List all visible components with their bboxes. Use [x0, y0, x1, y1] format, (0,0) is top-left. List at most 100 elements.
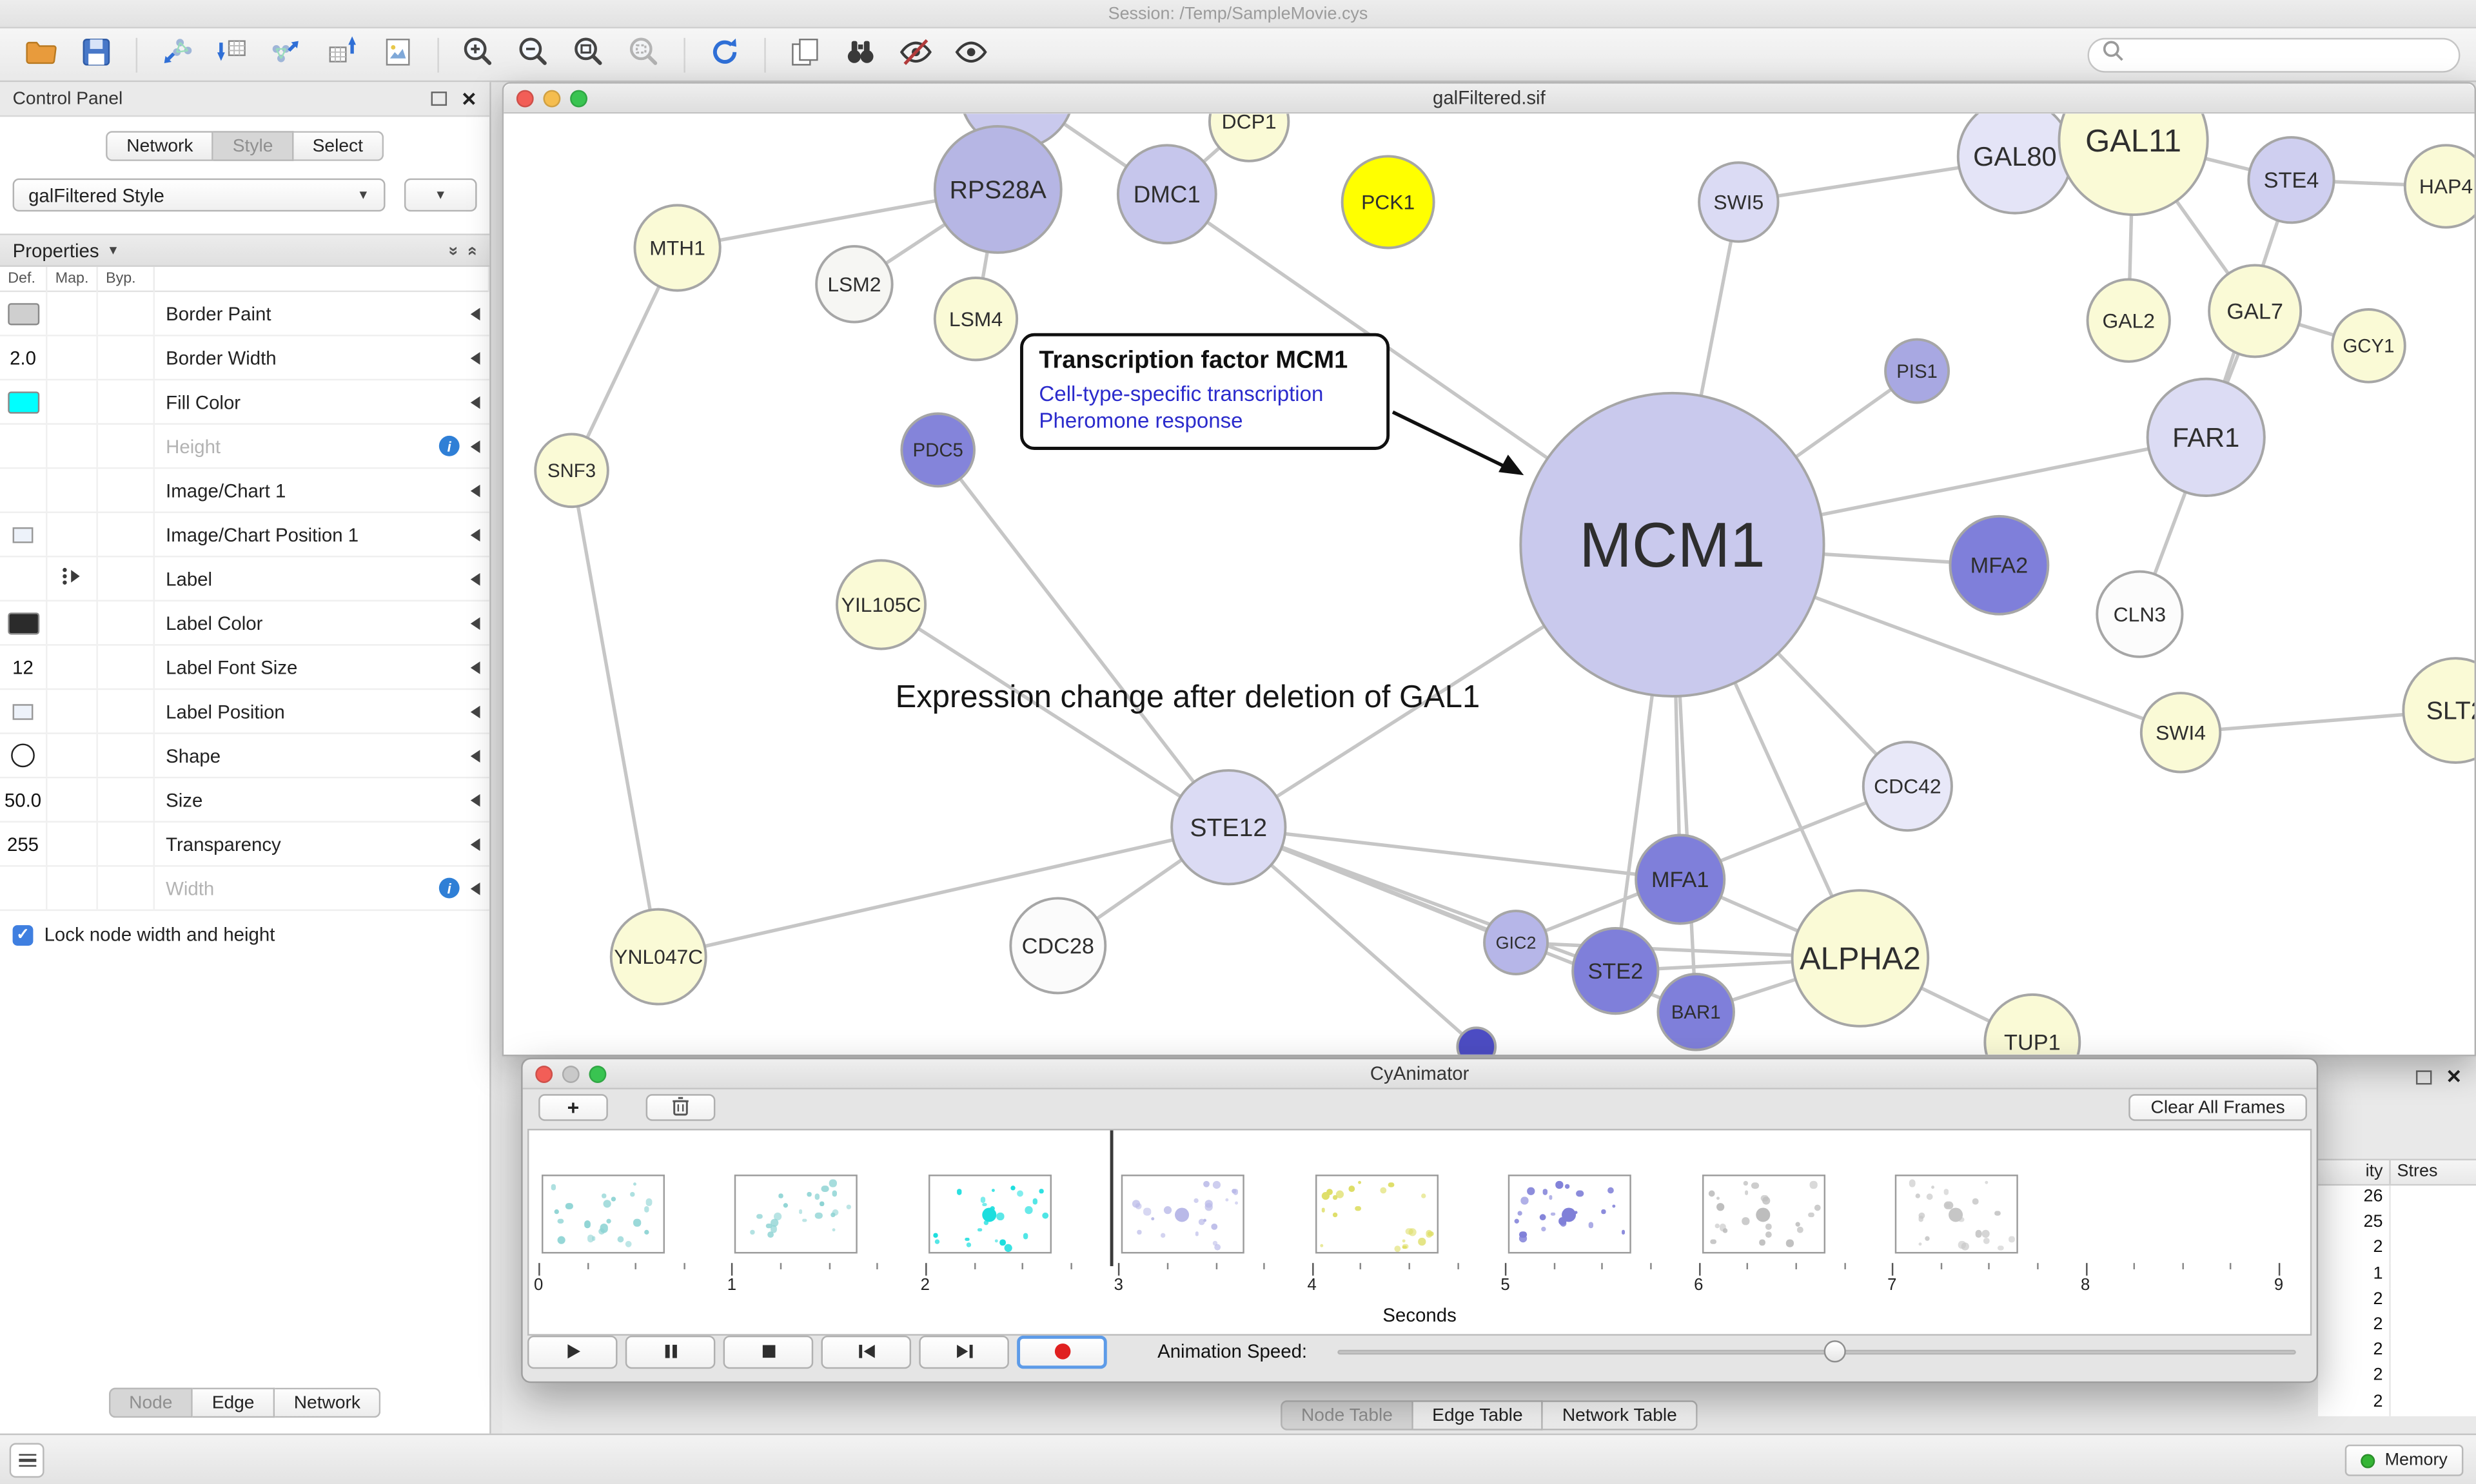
network-edge[interactable]	[569, 470, 660, 957]
stop-button[interactable]	[723, 1334, 814, 1369]
tab-style[interactable]: Style	[213, 131, 294, 161]
expand-all-icon[interactable]: »	[443, 245, 463, 255]
default-value-cell[interactable]	[0, 469, 48, 512]
network-node-DMC1[interactable]	[1116, 144, 1217, 245]
properties-header[interactable]: Properties ▼ » »	[0, 233, 490, 267]
expand-property-icon[interactable]	[470, 351, 480, 364]
close-window-button[interactable]	[535, 1066, 553, 1084]
close-table-panel-icon[interactable]: ✕	[2446, 1066, 2462, 1088]
bypass-cell[interactable]	[98, 424, 155, 467]
expand-property-icon[interactable]	[470, 572, 480, 585]
slider-track[interactable]	[1337, 1349, 2296, 1355]
default-value-cell[interactable]	[0, 690, 48, 733]
bypass-cell[interactable]	[98, 778, 155, 821]
expand-property-icon[interactable]	[470, 307, 480, 320]
network-node-CDC28[interactable]	[1009, 897, 1107, 995]
network-node-SLT2[interactable]	[2402, 657, 2475, 764]
default-value-cell[interactable]	[0, 292, 48, 335]
bypass-cell[interactable]	[98, 822, 155, 866]
add-frame-button[interactable]: +	[538, 1094, 608, 1121]
clone-network-button[interactable]	[780, 32, 830, 77]
default-value-cell[interactable]	[0, 734, 48, 777]
annotation-box[interactable]: Transcription factor MCM1 Cell-type-spec…	[1020, 333, 1390, 450]
tab-network[interactable]: Network	[106, 131, 214, 161]
expand-property-icon[interactable]	[470, 705, 480, 718]
network-node-LSM2[interactable]	[815, 245, 894, 324]
tab-select[interactable]: Select	[293, 131, 384, 161]
table-row[interactable]: 2	[2318, 1313, 2476, 1340]
hide-selected-button[interactable]	[890, 32, 941, 77]
network-node-TUP1[interactable]	[1983, 993, 2081, 1055]
float-table-panel-icon[interactable]	[2415, 1069, 2432, 1084]
table-row[interactable]: 2	[2318, 1287, 2476, 1314]
network-node-GAL2[interactable]	[2086, 278, 2171, 363]
mapping-cell[interactable]	[47, 424, 98, 467]
expand-property-icon[interactable]	[470, 528, 480, 541]
network-node-CLN3[interactable]	[2096, 570, 2184, 658]
open-session-button[interactable]	[15, 32, 66, 77]
network-node-RPS28A[interactable]	[933, 124, 1063, 254]
frame-thumbnail[interactable]	[1508, 1175, 1632, 1254]
network-node-ALPHA2[interactable]	[1791, 889, 1930, 1028]
zoom-selected-button[interactable]	[619, 32, 669, 77]
mapping-cell[interactable]	[47, 601, 98, 645]
bypass-cell[interactable]	[98, 645, 155, 688]
expand-property-icon[interactable]	[470, 440, 480, 453]
close-panel-icon[interactable]: ✕	[460, 87, 477, 110]
default-value-cell[interactable]	[0, 513, 48, 556]
network-edge[interactable]	[936, 449, 1230, 828]
property-row[interactable]: Label	[0, 557, 490, 602]
mapping-cell[interactable]	[47, 822, 98, 866]
annotation-link[interactable]: Cell-type-specific transcription	[1039, 382, 1324, 406]
mapping-cell[interactable]	[47, 778, 98, 821]
tab-edge[interactable]: Edge	[193, 1387, 275, 1418]
expand-property-icon[interactable]	[470, 749, 480, 762]
network-node-GIC2[interactable]	[1483, 910, 1549, 975]
default-value-cell[interactable]	[0, 557, 48, 600]
info-icon[interactable]: i	[438, 435, 460, 456]
mapping-cell[interactable]	[47, 690, 98, 733]
search-input[interactable]	[2132, 44, 2446, 64]
bypass-cell[interactable]	[98, 380, 155, 424]
show-all-button[interactable]	[946, 32, 996, 77]
bypass-cell[interactable]	[98, 469, 155, 512]
bypass-cell[interactable]	[98, 557, 155, 600]
clear-all-frames-button[interactable]: Clear All Frames	[2128, 1094, 2307, 1121]
bypass-cell[interactable]	[98, 513, 155, 556]
cyanimator-titlebar[interactable]: CyAnimator	[522, 1059, 2317, 1089]
frame-thumbnail[interactable]	[1895, 1175, 2019, 1254]
collapse-all-icon[interactable]: »	[462, 245, 482, 255]
tab-network-style[interactable]: Network	[275, 1387, 381, 1418]
property-row[interactable]: Label Position	[0, 690, 490, 734]
network-node-GAL11[interactable]	[2058, 113, 2209, 216]
import-table-button[interactable]	[207, 32, 257, 77]
save-session-button[interactable]	[71, 32, 121, 77]
zoom-out-button[interactable]	[509, 32, 559, 77]
next-frame-button[interactable]	[919, 1334, 1009, 1369]
table-row[interactable]: 2	[2318, 1236, 2476, 1263]
network-node-CDC42[interactable]	[1862, 741, 1953, 832]
tab-node-table[interactable]: Node Table	[1281, 1400, 1413, 1430]
network-node-YNL047C[interactable]	[609, 908, 707, 1006]
export-image-button[interactable]	[373, 32, 423, 77]
mapping-cell[interactable]	[47, 380, 98, 424]
table-row[interactable]: 26	[2318, 1186, 2476, 1211]
close-window-button[interactable]	[516, 90, 534, 108]
annotation-link[interactable]: Pheromone response	[1039, 409, 1243, 433]
style-selector[interactable]: galFiltered Style ▼	[12, 178, 386, 212]
expand-property-icon[interactable]	[470, 837, 480, 850]
network-node-HAP4[interactable]	[2403, 144, 2475, 229]
network-node-GAL7[interactable]	[2208, 264, 2303, 358]
network-node-STE2[interactable]	[1571, 927, 1660, 1015]
network-node-MFA1[interactable]	[1635, 834, 1726, 925]
refresh-button[interactable]	[700, 32, 750, 77]
frame-thumbnail[interactable]	[542, 1175, 665, 1254]
column-header[interactable]: Stres	[2397, 1162, 2438, 1181]
bypass-cell[interactable]	[98, 690, 155, 733]
network-node-PDC5[interactable]	[900, 412, 976, 488]
export-network-button[interactable]	[262, 32, 313, 77]
